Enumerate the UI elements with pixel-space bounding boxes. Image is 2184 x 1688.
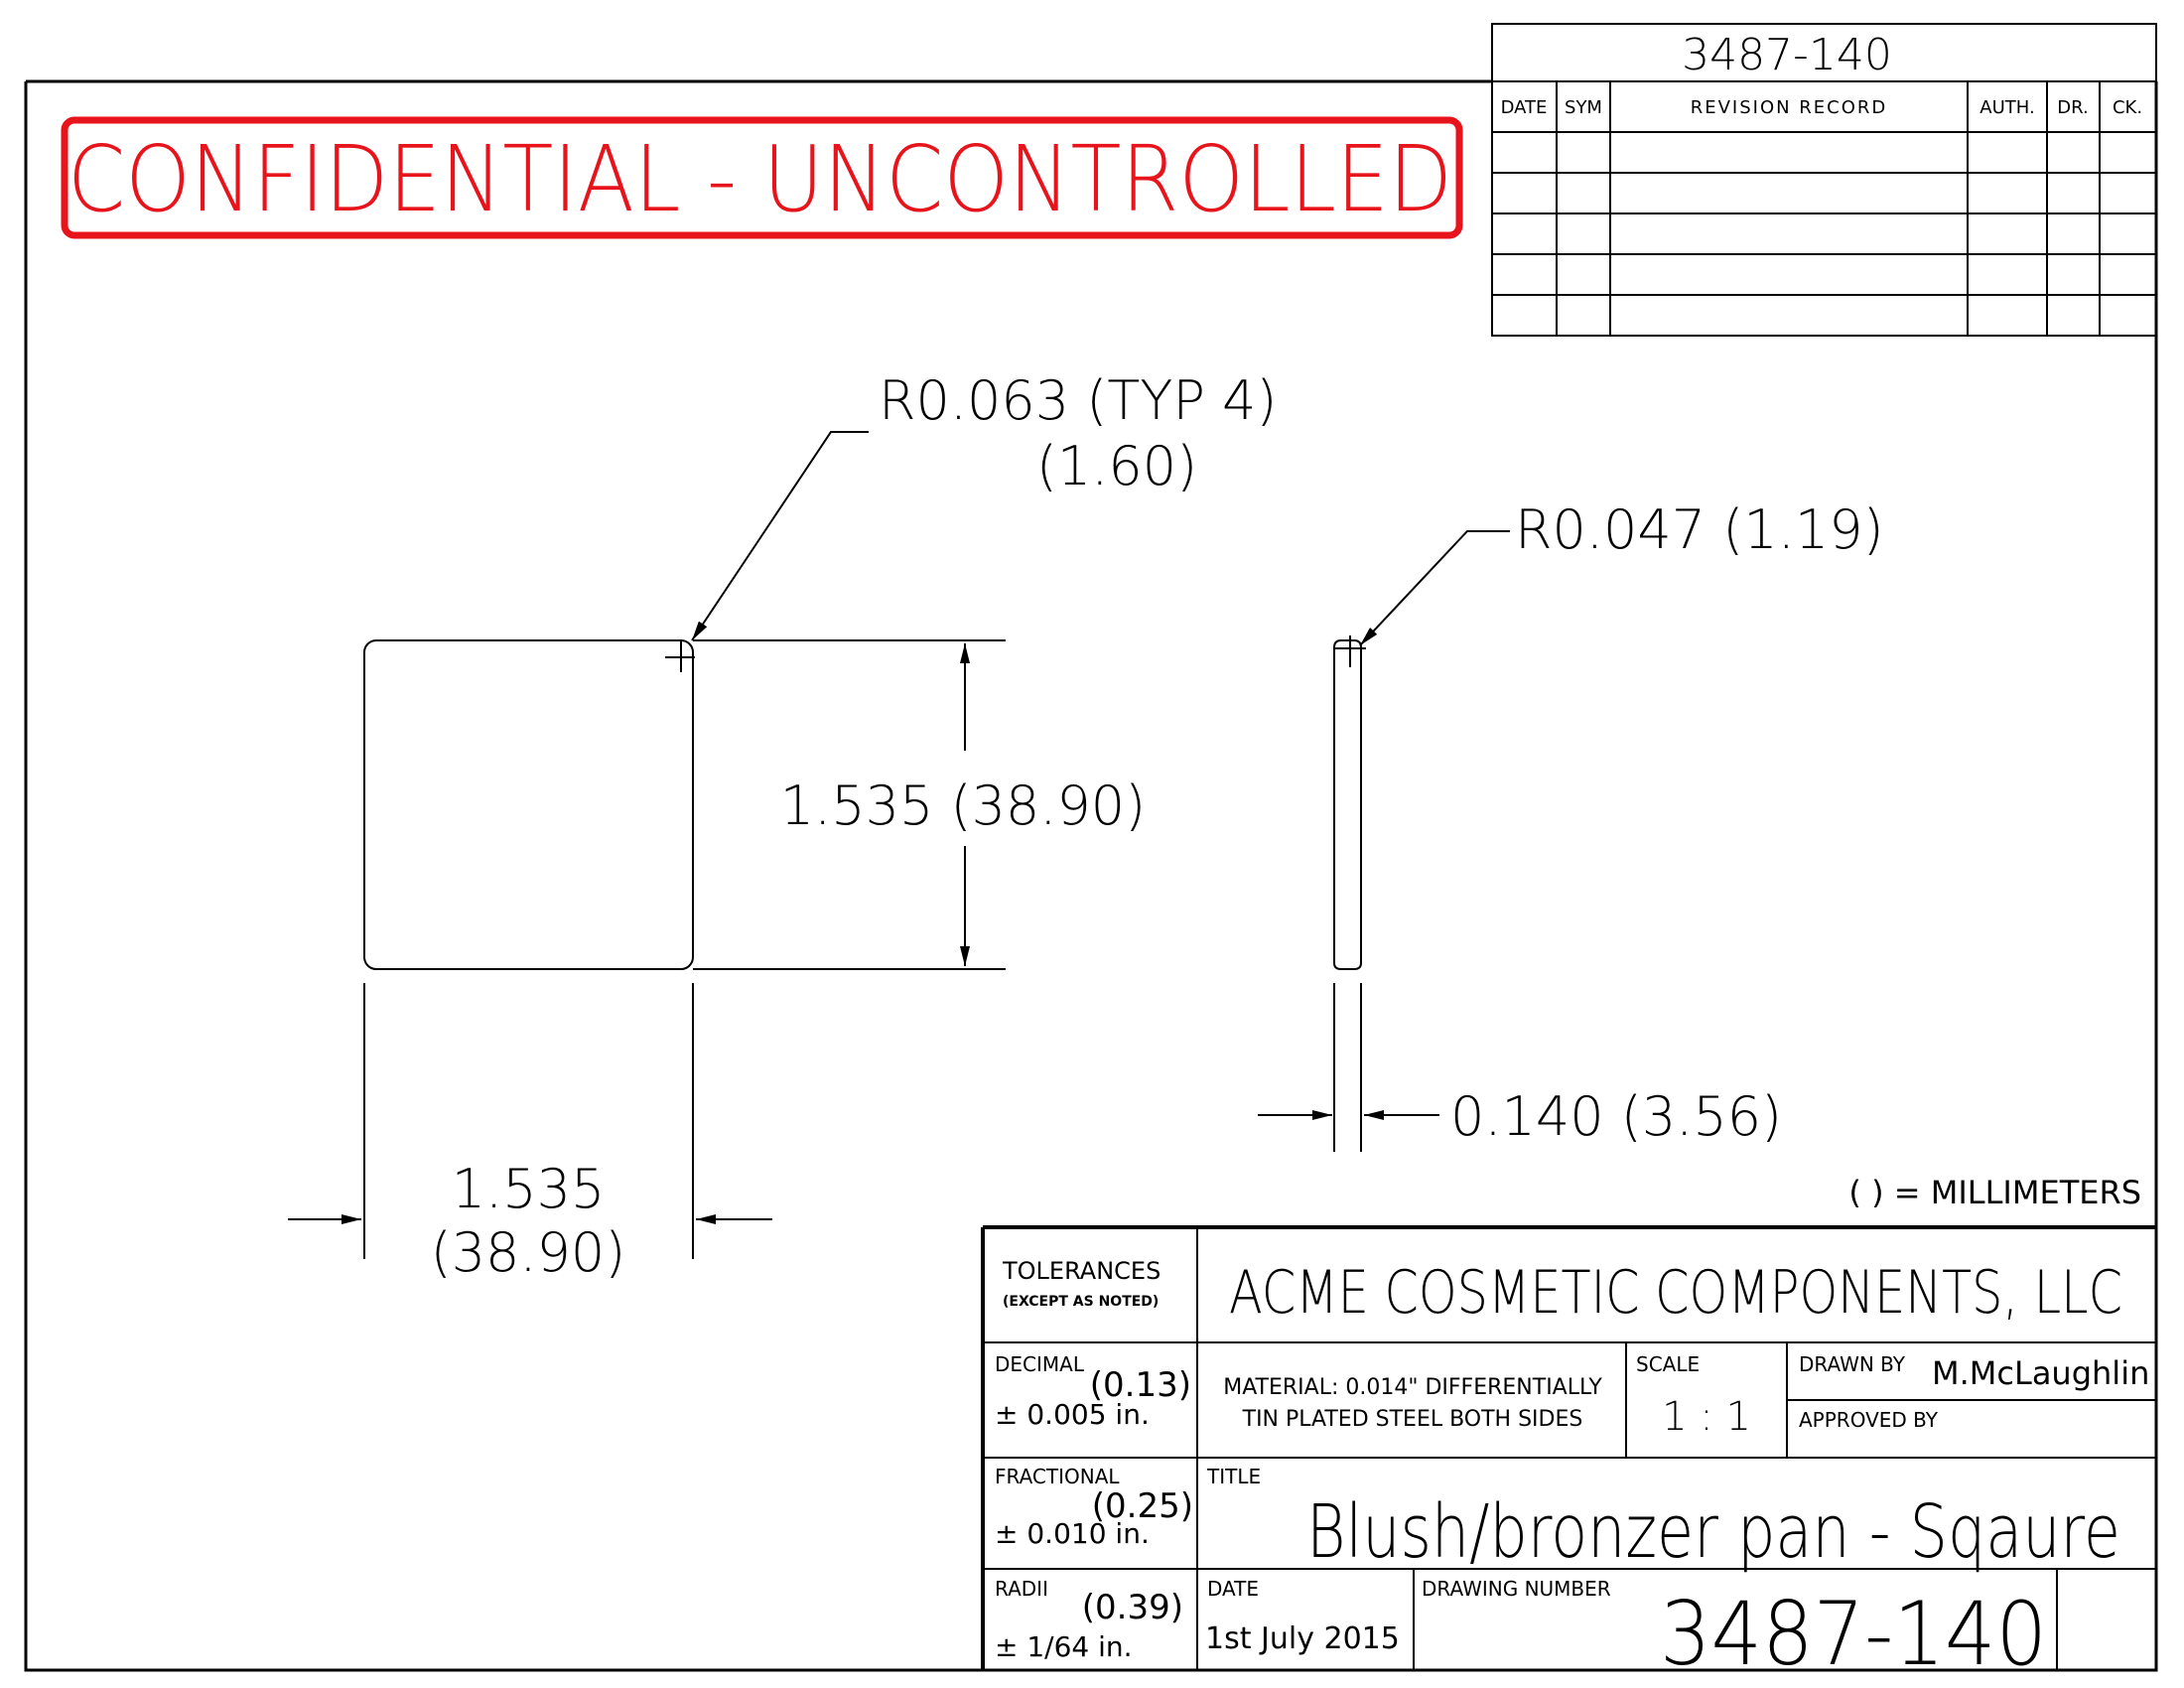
width-dimension: 1.535 (38.90) [288, 1158, 772, 1284]
title-label: TITLE [1206, 1465, 1261, 1488]
height-dimension-label: 1.535 (38.90) [780, 774, 1146, 837]
rev-header-record: REVISION RECORD [1691, 97, 1888, 118]
corner-radius-callout: R0.063 (TYP 4) (1.60) [691, 369, 1277, 641]
drawn-by-label: DRAWN BY [1799, 1352, 1906, 1376]
corner-center-mark [665, 640, 695, 672]
width-dimension-label: 1.535 [452, 1158, 606, 1220]
rev-header-dr: DR. [2057, 97, 2088, 118]
title-value: Blush/bronzer pan - Sqaure [1306, 1489, 2120, 1575]
date-value: 1st July 2015 [1205, 1621, 1400, 1656]
radii-mm: (0.39) [1082, 1588, 1183, 1627]
company-name: ACME COSMETIC COMPONENTS, LLC [1229, 1258, 2122, 1328]
rev-header-auth: AUTH. [1979, 97, 2034, 118]
top-number-box: 3487-140 [1491, 23, 2157, 82]
sheet-border [24, 79, 2158, 1672]
decimal-label: DECIMAL [995, 1352, 1085, 1376]
fractional-label: FRACTIONAL [995, 1465, 1120, 1488]
scale-label: SCALE [1636, 1352, 1700, 1376]
drawn-by-value: M.McLaughlin [1932, 1354, 2149, 1392]
fractional-value: ± 0.010 in. [995, 1517, 1150, 1550]
drawing-number-value: 3487-140 [1660, 1583, 2047, 1685]
revision-table: DATE SYM REVISION RECORD AUTH. DR. CK. [1491, 80, 2157, 337]
title-block: TOLERANCES (EXCEPT AS NOTED) ACME COSMET… [981, 1225, 2156, 1685]
front-view-square-pan [363, 639, 1006, 1259]
edge-radius-label: R0.047 (1.19) [1515, 498, 1884, 561]
corner-radius-mm: (1.60) [1036, 435, 1197, 497]
confidential-banner: CONFIDENTIAL - UNCONTROLLED [61, 116, 1463, 239]
side-view-edge [1333, 635, 1366, 1152]
height-dimension: 1.535 (38.90) [780, 643, 1146, 966]
thickness-dimension-label: 0.140 (3.56) [1450, 1085, 1782, 1148]
tolerances-label: TOLERANCES [1002, 1257, 1160, 1285]
decimal-value: ± 0.005 in. [995, 1398, 1150, 1431]
fractional-mm: (0.25) [1092, 1486, 1193, 1526]
edge-radius-callout: R0.047 (1.19) [1359, 498, 1884, 646]
approved-by-label: APPROVED BY [1799, 1408, 1939, 1432]
banner-text: CONFIDENTIAL - UNCONTROLLED [68, 126, 1452, 232]
material-line-2: TIN PLATED STEEL BOTH SIDES [1242, 1407, 1583, 1432]
radii-label: RADII [995, 1577, 1048, 1601]
radii-value: ± 1/64 in. [995, 1630, 1133, 1663]
thickness-dimension: 0.140 (3.56) [1258, 1085, 1782, 1148]
units-note: ( ) = MILLIMETERS [1848, 1174, 2141, 1211]
rev-header-ck: CK. [2113, 97, 2142, 118]
top-drawing-number: 3487-140 [1682, 30, 1892, 80]
material-line-1: MATERIAL: 0.014" DIFFERENTIALLY [1223, 1375, 1602, 1400]
date-label: DATE [1207, 1577, 1259, 1601]
except-note: (EXCEPT AS NOTED) [1003, 1294, 1159, 1310]
drawing-number-label: DRAWING NUMBER [1422, 1577, 1611, 1601]
rev-header-date: DATE [1501, 97, 1548, 118]
width-dimension-mm: (38.90) [431, 1221, 626, 1284]
decimal-mm: (0.13) [1090, 1365, 1191, 1405]
scale-value: 1 : 1 [1662, 1394, 1751, 1440]
corner-radius-label: R0.063 (TYP 4) [879, 369, 1277, 432]
rev-header-sym: SYM [1565, 97, 1602, 118]
